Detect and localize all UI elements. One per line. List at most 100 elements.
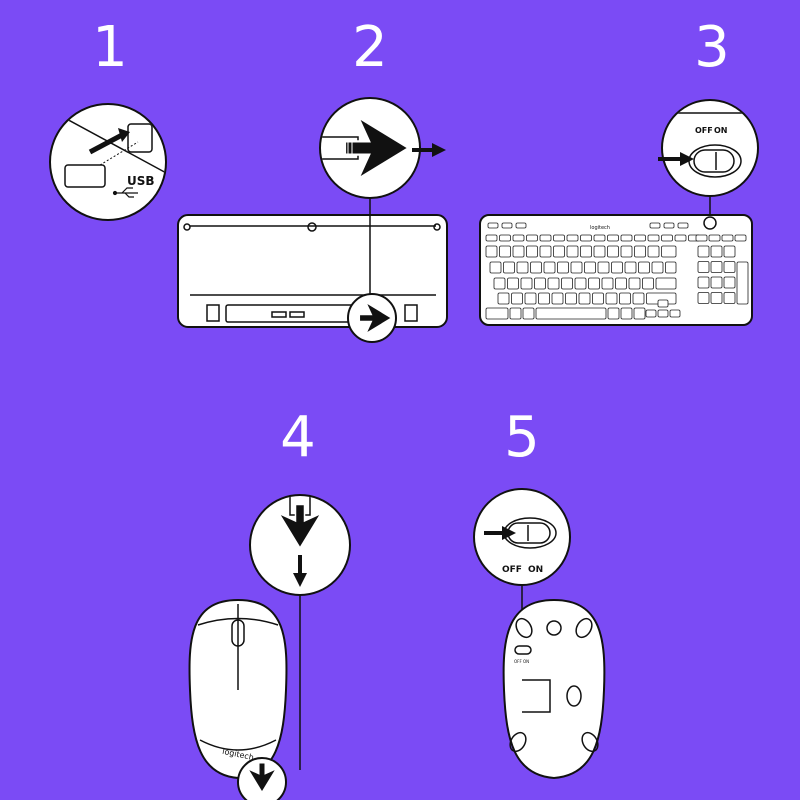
step-number-2: 2 — [352, 15, 388, 80]
keyboard-key — [511, 292, 523, 305]
keyboard-key — [503, 261, 515, 274]
usb-receiver-icon — [64, 164, 106, 188]
keyboard-key — [647, 245, 660, 258]
mouse-switch-off-label: OFF — [502, 565, 522, 575]
keyboard-key — [580, 234, 592, 242]
keyboard-key — [697, 245, 710, 258]
switch-on-label: ON — [714, 126, 728, 135]
keyboard-key — [539, 245, 552, 258]
mouse-top-illustration: logitech — [188, 595, 301, 800]
keyboard-key — [645, 309, 657, 318]
step-number-3: 3 — [694, 15, 730, 80]
mouse-bottom-illustration: OFF ON — [502, 598, 606, 780]
keyboard-key — [734, 234, 747, 242]
keyboard-key — [710, 261, 723, 273]
keyboard-key — [588, 277, 600, 290]
keyboard-key — [593, 245, 606, 258]
step3-power-switch-callout: OFF ON — [658, 99, 759, 220]
mouse-switch-on-label: ON — [528, 565, 543, 575]
keyboard-front-illustration: logitech — [479, 214, 753, 326]
keyboard-key — [736, 261, 749, 305]
keyboard-key — [615, 277, 627, 290]
keyboard-key — [677, 222, 689, 229]
usb-symbol-icon — [112, 187, 138, 198]
push-mouse-switch-arrow-icon — [484, 526, 516, 540]
usb-port-icon — [127, 123, 153, 153]
keyboard-key — [501, 222, 513, 229]
keyboard-key — [570, 261, 583, 274]
keyboard-key — [487, 222, 499, 229]
keyboard-key — [557, 261, 569, 274]
keyboard-key — [657, 299, 669, 308]
step-number-5: 5 — [504, 405, 540, 470]
keyboard-key — [553, 245, 565, 258]
keyboard-key — [543, 261, 556, 274]
keyboard-key — [499, 245, 511, 258]
keyboard-key — [526, 245, 538, 258]
step2-pull-tab-callout — [319, 97, 446, 199]
keyboard-key — [607, 307, 620, 320]
keyboard-key — [499, 234, 511, 242]
step5-mouse-switch-callout: OFF ON — [473, 488, 571, 640]
keyboard-key — [512, 234, 525, 242]
keyboard-key — [632, 292, 645, 305]
keyboard-key — [611, 261, 623, 274]
keyboard-key — [565, 292, 577, 305]
keyboard-key — [593, 234, 606, 242]
keyboard-key — [535, 307, 607, 320]
keyboard-key — [649, 222, 661, 229]
keyboard-key — [485, 307, 509, 320]
keyboard-key — [661, 245, 677, 258]
keyboard-key — [710, 292, 723, 304]
keyboard-key — [515, 222, 527, 229]
keyboard-key — [597, 261, 610, 274]
keyboard-key — [522, 307, 535, 320]
keyboard-key — [574, 277, 587, 290]
keyboard-key — [651, 261, 664, 274]
keyboard-key — [507, 277, 519, 290]
keyboard-key — [642, 277, 654, 290]
keyboard-key — [605, 292, 618, 305]
keyboard-key — [634, 234, 646, 242]
step-number-4: 4 — [280, 405, 316, 470]
keyboard-key — [628, 277, 641, 290]
step-number-1: 1 — [92, 15, 128, 80]
push-switch-arrow-icon — [658, 152, 694, 166]
keyboard-key — [561, 277, 573, 290]
keyboard-key — [723, 292, 736, 304]
keyboard-key — [697, 261, 710, 273]
keyboard-key — [620, 245, 633, 258]
keyboard-key — [509, 307, 522, 320]
keyboard-key — [669, 309, 681, 318]
keyboard-key — [723, 261, 736, 273]
keyboard-key — [524, 292, 537, 305]
keyboard-key — [551, 292, 564, 305]
keyboard-key — [697, 276, 710, 289]
keyboard-key — [634, 245, 646, 258]
keyboard-key — [539, 234, 552, 242]
keyboard-key — [663, 222, 675, 229]
keyboard-key — [566, 234, 579, 242]
switch-off-label: OFF — [695, 126, 713, 135]
keyboard-key — [497, 292, 510, 305]
keyboard-key — [620, 234, 633, 242]
keyboard-key — [512, 245, 525, 258]
keyboard-back-illustration — [177, 198, 448, 343]
keyboard-key — [534, 277, 546, 290]
step1-usb-receiver-callout: USB — [49, 103, 167, 221]
pull-direction-arrow-icon — [412, 143, 446, 157]
keyboard-key — [665, 261, 677, 274]
keyboard-key — [620, 307, 633, 320]
keyboard-key — [493, 277, 506, 290]
keyboard-key — [530, 261, 542, 274]
keyboard-key — [657, 309, 669, 318]
keyboard-key — [697, 292, 710, 304]
keyboard-key — [592, 292, 604, 305]
mini-switch-label: OFF ON — [514, 659, 529, 664]
keyboard-key — [633, 307, 646, 320]
step4-mouse-pull-tab-callout — [249, 494, 351, 596]
keyboard-key — [710, 276, 723, 289]
keyboard-key — [485, 234, 498, 242]
keyboard-key — [526, 234, 538, 242]
